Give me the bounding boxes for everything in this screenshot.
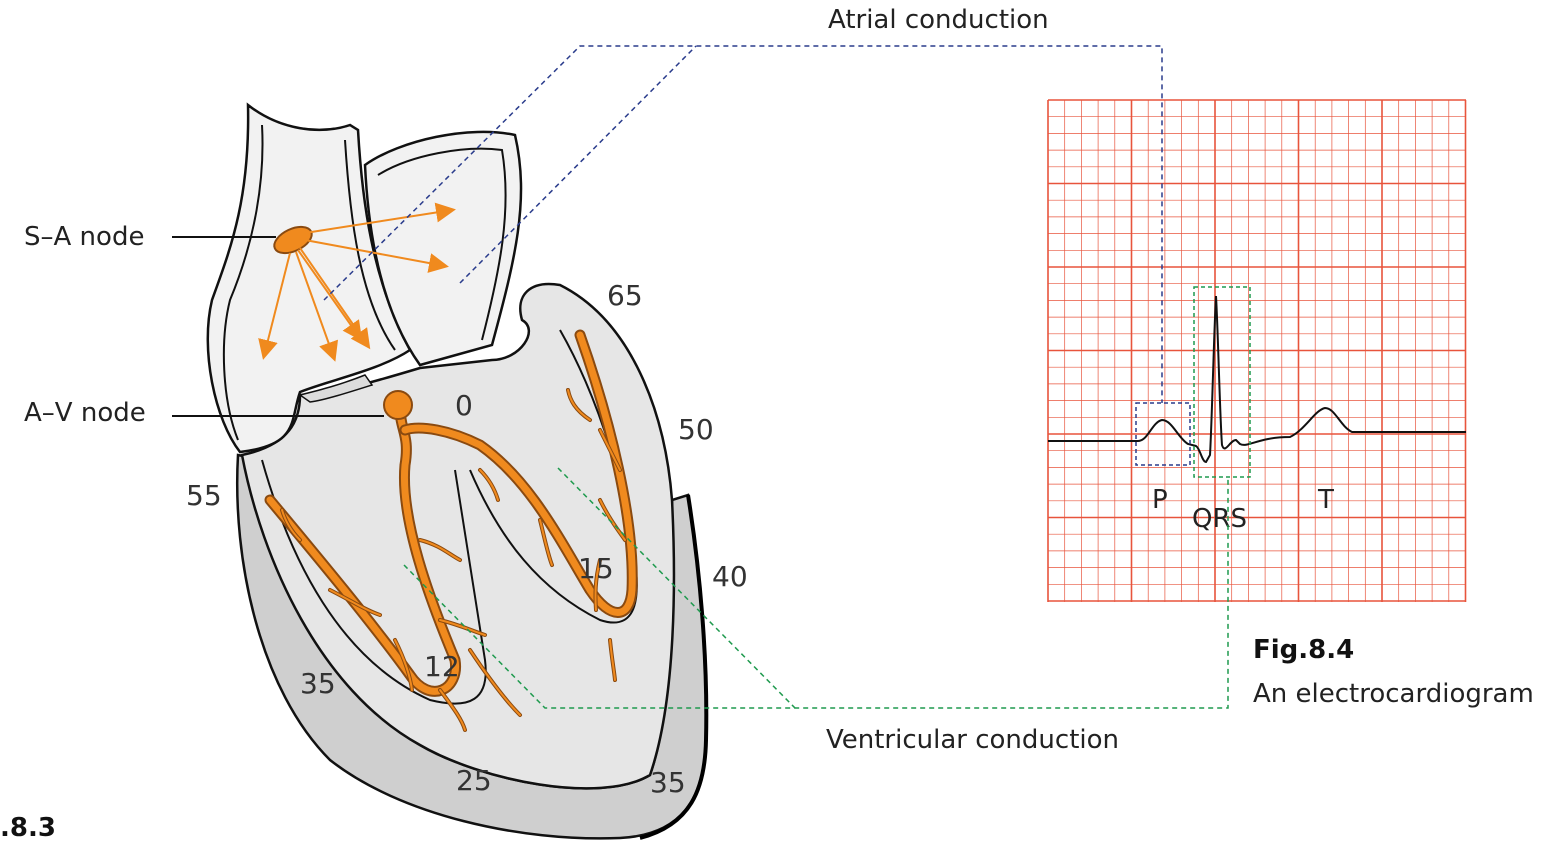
av-node-label: A–V node xyxy=(24,398,146,428)
purkinje-fibres-inner xyxy=(281,389,626,731)
av-node xyxy=(383,390,413,420)
timing-apex-right: 35 xyxy=(650,766,686,799)
timing-mid-right: 40 xyxy=(712,560,748,593)
timing-left-bundle: 15 xyxy=(578,552,614,585)
atrial-conduction-connector xyxy=(323,45,1163,403)
sa-arrows xyxy=(258,202,456,362)
ventricular-conduction-label: Ventricular conduction xyxy=(826,725,1119,755)
ecg-trace xyxy=(1048,295,1466,464)
ventricular-conduction-connector xyxy=(403,467,1229,709)
fig84-title: Fig.8.4 xyxy=(1253,635,1354,665)
fig83-caption: .8.3 xyxy=(0,813,56,843)
right-atrium xyxy=(206,102,412,454)
av-notch xyxy=(298,374,374,403)
septum-left-curve xyxy=(261,459,487,705)
fig84-caption: An electrocardiogram xyxy=(1253,679,1534,709)
p-wave-box xyxy=(1135,402,1191,466)
timing-base-right: 65 xyxy=(607,279,643,312)
right-atrium-inner xyxy=(222,124,264,441)
ecg-qrs-label: QRS xyxy=(1192,504,1247,534)
timing-left-base: 55 xyxy=(186,479,222,512)
timing-left-wall: 35 xyxy=(300,667,336,700)
timing-apex: 25 xyxy=(456,764,492,797)
right-edge xyxy=(639,494,709,840)
left-atrium xyxy=(363,130,523,367)
svc-inner xyxy=(344,139,396,351)
qrs-box xyxy=(1193,286,1251,478)
heart xyxy=(206,102,709,840)
ecg-grid xyxy=(1047,99,1467,602)
timing-right-bundle: 12 xyxy=(424,650,460,683)
timing-av: 0 xyxy=(455,389,473,422)
conduction-system xyxy=(258,202,638,732)
ecg-p-label: P xyxy=(1152,485,1168,515)
timing-upper-right: 50 xyxy=(678,413,714,446)
atrial-conduction-label: Atrial conduction xyxy=(828,5,1049,35)
ecg-t-label: T xyxy=(1317,485,1334,515)
left-atrium-inner xyxy=(377,147,507,341)
ventricle-body xyxy=(240,282,676,790)
sa-node-label: S–A node xyxy=(24,222,144,252)
